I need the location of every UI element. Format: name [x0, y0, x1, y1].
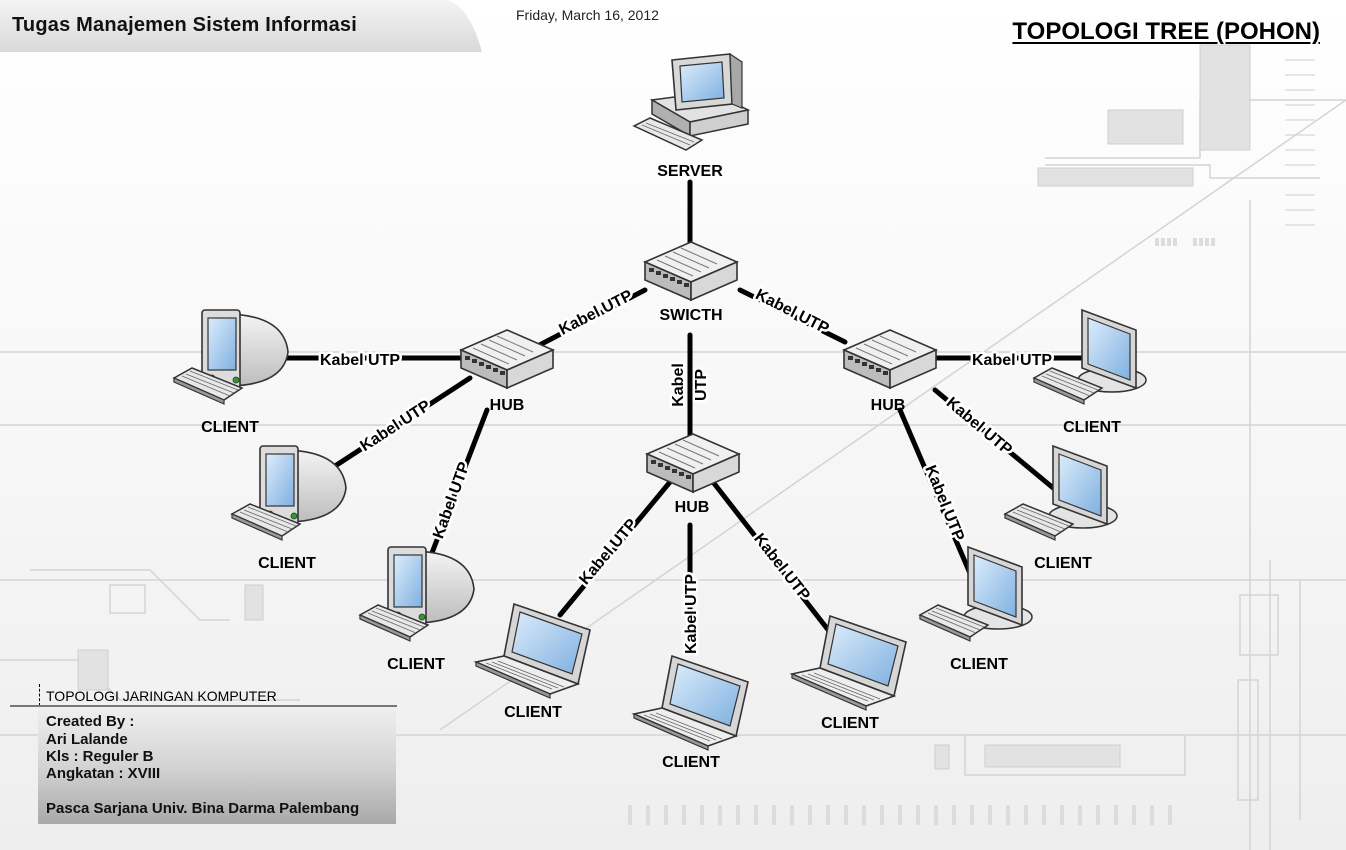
header-tab-shape [0, 0, 482, 52]
switch-icon [644, 241, 738, 301]
class-info: Kls : Reguler B [46, 748, 154, 765]
hub-label: HUB [871, 397, 906, 414]
client-computer-icon [173, 309, 289, 405]
cable-label: Kabel UTP [357, 397, 434, 455]
client-label: CLIENT [1063, 419, 1121, 436]
client-label: CLIENT [387, 656, 445, 673]
cable-hub-left-client-2 [329, 375, 473, 471]
batch-info: Angkatan : XVIII [46, 765, 161, 782]
cable-hub-right-client-3 [897, 407, 975, 581]
cable-switch-hub-left [527, 287, 648, 353]
cable-label: Kabel UTP [921, 463, 967, 544]
cable-label: Kabel UTP [556, 287, 635, 339]
client-label: CLIENT [821, 715, 879, 732]
author-name: Ari Lalande [46, 731, 128, 748]
institution-name: Pasca Sarjana Univ. Bina Darma Palembang [46, 800, 360, 817]
diagram-title: TOPOLOGI TREE (POHON) [1012, 18, 1320, 45]
server-label: SERVER [657, 163, 723, 180]
cable-lines [283, 179, 1088, 655]
cable-label: Kabel UTP [576, 516, 641, 588]
cable-label: Kabel UTP [430, 460, 473, 541]
client-computer-icon [919, 546, 1033, 642]
cable-label: Kabel UTP [683, 574, 700, 654]
client-computer-icon [359, 546, 475, 642]
client-label: CLIENT [950, 656, 1008, 673]
hub-label: HUB [490, 397, 525, 414]
client-laptop-icon [791, 615, 907, 711]
hub-left-icon [460, 329, 554, 389]
info-panel: Created By : Ari Lalande Kls : Reguler B… [38, 707, 396, 824]
client-label: CLIENT [504, 704, 562, 721]
client-label: CLIENT [1034, 555, 1092, 572]
cable-switch-hub-right [737, 287, 848, 345]
hub-label: HUB [675, 499, 710, 516]
header-title: Tugas Manajemen Sistem Informasi [12, 14, 358, 36]
client-computer-icon [231, 445, 347, 541]
cable-hub-right-client-2 [932, 387, 1061, 495]
client-label: CLIENT [662, 754, 720, 771]
cable-label-line-1: Kabel [670, 363, 687, 407]
info-divider [10, 705, 397, 707]
info-heading: TOPOLOGI JARINGAN KOMPUTER [46, 688, 277, 704]
cable-label: Kabel UTP [750, 530, 813, 604]
client-label: CLIENT [258, 555, 316, 572]
cable-label: Kabel UTP [972, 352, 1052, 369]
cable-label: Kabel UTP [943, 394, 1015, 459]
hub-right-icon [843, 329, 937, 389]
cable-hub-left-client-3 [427, 407, 490, 561]
info-heading-marker [39, 684, 41, 706]
created-by-label: Created By : [46, 713, 135, 730]
cable-hub-center-client-3 [710, 479, 839, 643]
server-computer-icon [633, 53, 749, 151]
client-laptop-icon [633, 655, 749, 751]
cable-label: Kabel UTP [320, 352, 400, 369]
header-date: Friday, March 16, 2012 [516, 7, 659, 23]
switch-label: SWICTH [659, 307, 722, 324]
cable-label: Kabel UTP [753, 286, 832, 338]
hub-center-icon [646, 433, 740, 493]
cable-label-line-2: UTP [693, 369, 710, 401]
client-label: CLIENT [201, 419, 259, 436]
client-laptop-icon [475, 603, 591, 699]
cable-hub-center-client-1 [557, 479, 673, 618]
